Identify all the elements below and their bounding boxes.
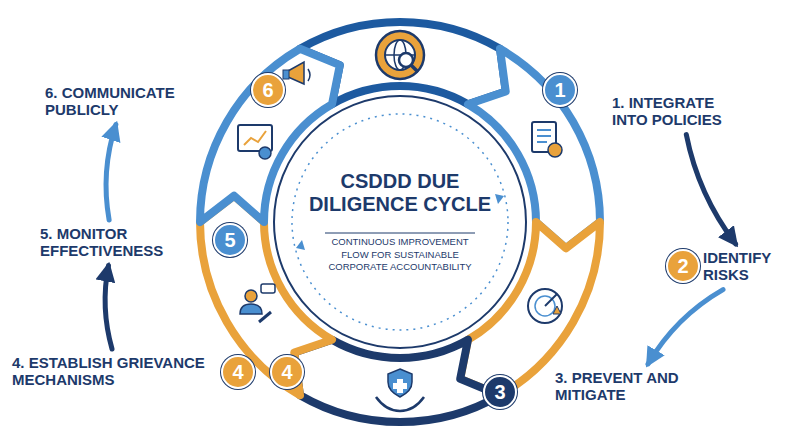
radar-icon bbox=[528, 289, 562, 323]
callout-number: 4 bbox=[221, 355, 255, 389]
step-label: 6. COMMUNICATE PUBLICLY bbox=[45, 85, 190, 119]
number-text: 4 bbox=[232, 362, 243, 382]
number-text: 2 bbox=[677, 256, 688, 276]
callout-number: 6 bbox=[251, 73, 285, 107]
megaphone-icon bbox=[283, 62, 310, 84]
protect-hands-icon bbox=[376, 369, 424, 411]
callout-number: 4 bbox=[270, 355, 304, 389]
callout-number: 2 bbox=[666, 249, 700, 283]
step-label: 5. MONITOR EFFECTIVENESS bbox=[40, 226, 175, 260]
number-text: 5 bbox=[224, 230, 235, 250]
callout-number: 1 bbox=[543, 73, 577, 107]
step-text: IDENTIFY RISKS bbox=[703, 250, 789, 284]
flow-arrow bbox=[105, 266, 112, 349]
dashed-loop bbox=[292, 114, 508, 330]
cycle-ring bbox=[200, 22, 600, 422]
step-text: 6. COMMUNICATE PUBLICLY bbox=[45, 85, 190, 119]
dashboard-icon bbox=[238, 125, 272, 159]
number-text: 6 bbox=[262, 80, 273, 100]
callout-number: 5 bbox=[213, 223, 247, 257]
step-text: 5. MONITOR EFFECTIVENESS bbox=[40, 226, 175, 260]
flow-arrow bbox=[106, 125, 116, 220]
step-text: 1. INTEGRATE INTO POLICIES bbox=[612, 95, 740, 129]
step-text: 4. ESTABLISH GRIEVANCE MECHANISMS bbox=[12, 355, 214, 389]
number-text: 3 bbox=[494, 382, 505, 402]
spacer bbox=[765, 88, 773, 98]
cycle-title: CSDDD DUE DILIGENCE CYCLE bbox=[305, 170, 495, 216]
flow-arrow bbox=[648, 290, 723, 364]
step-label: 1. INTEGRATE INTO POLICIES bbox=[612, 95, 740, 129]
step-label: IDENTIFY RISKS bbox=[703, 250, 789, 284]
callout-number: 3 bbox=[483, 375, 517, 409]
loop-head bbox=[495, 194, 504, 204]
grievance-icon bbox=[240, 284, 275, 322]
cycle-subtitle: CONTINUOUS IMPROVEMENT FLOW FOR SUSTAINA… bbox=[325, 236, 475, 274]
step-label: 4. ESTABLISH GRIEVANCE MECHANISMS bbox=[12, 355, 214, 389]
number-text: 4 bbox=[281, 362, 292, 382]
center-disc bbox=[274, 96, 526, 348]
step-text: 3. PREVENT AND MITIGATE bbox=[555, 370, 695, 404]
loop-head bbox=[296, 240, 305, 250]
cycle-segment bbox=[294, 340, 500, 422]
policy-document-icon bbox=[532, 122, 562, 157]
center-circle: CSDDD DUE DILIGENCE CYCLE CONTINUOUS IMPR… bbox=[275, 97, 525, 347]
separator-line bbox=[325, 233, 475, 234]
number-text: 1 bbox=[554, 80, 565, 100]
globe-icon bbox=[376, 31, 424, 79]
step-label: 3. PREVENT AND MITIGATE bbox=[555, 370, 695, 404]
flow-arrow bbox=[686, 135, 735, 244]
